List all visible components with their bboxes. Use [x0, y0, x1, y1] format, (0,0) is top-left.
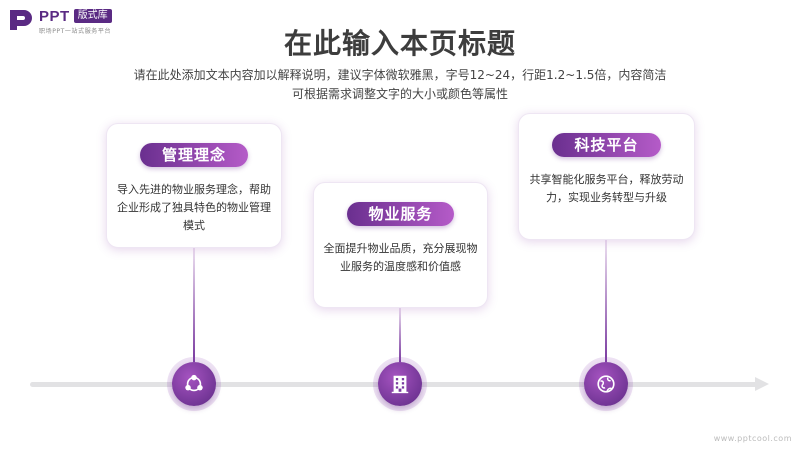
- card-title-pill: 物业服务: [347, 202, 454, 226]
- timeline-node-2: [378, 362, 422, 406]
- building-icon: [391, 375, 409, 394]
- card-description: 全面提升物业品质，充分展现物业服务的温度感和价值感: [323, 242, 478, 273]
- subtitle-line-1: 请在此处添加文本内容加以解释说明，建议字体微软雅黑，字号12~24，行距1.2~…: [133, 68, 667, 82]
- timeline-arrowhead: [755, 377, 769, 391]
- card-management-concept: 管理理念 导入先进的物业服务理念，帮助企业形成了独具特色的物业管理模式: [106, 123, 282, 248]
- logo-mark-icon: [10, 10, 32, 30]
- card-title-pill: 管理理念: [140, 143, 248, 167]
- page-subtitle: 请在此处添加文本内容加以解释说明，建议字体微软雅黑，字号12~24，行距1.2~…: [100, 66, 700, 104]
- connector-line-2: [399, 306, 401, 362]
- globe-icon: [597, 375, 615, 393]
- card-property-service: 物业服务 全面提升物业品质，充分展现物业服务的温度感和价值感: [313, 182, 488, 308]
- page-title: 在此输入本页标题: [283, 27, 516, 60]
- card-description: 导入先进的物业服务理念，帮助企业形成了独具特色的物业管理模式: [117, 183, 271, 232]
- timeline-node-3: [584, 362, 628, 406]
- subtitle-line-2: 可根据需求调整文字的大小或颜色等属性: [291, 87, 508, 101]
- watermark: www.pptcool.com: [713, 434, 792, 443]
- card-description: 共享智能化服务平台，释放劳动力，实现业务转型与升级: [529, 173, 684, 204]
- connector-line-1: [193, 246, 195, 362]
- timeline-node-1: [172, 362, 216, 406]
- card-title-pill: 科技平台: [552, 133, 661, 157]
- share-icon: [185, 374, 203, 392]
- logo-brand: PPT: [39, 7, 70, 25]
- logo-badge: 版式库: [73, 9, 112, 23]
- logo: PPT 版式库 职场PPT一站式服务平台: [8, 8, 112, 35]
- card-tech-platform: 科技平台 共享智能化服务平台，释放劳动力，实现业务转型与升级: [518, 113, 695, 240]
- logo-tagline: 职场PPT一站式服务平台: [39, 28, 112, 35]
- connector-line-3: [605, 238, 607, 362]
